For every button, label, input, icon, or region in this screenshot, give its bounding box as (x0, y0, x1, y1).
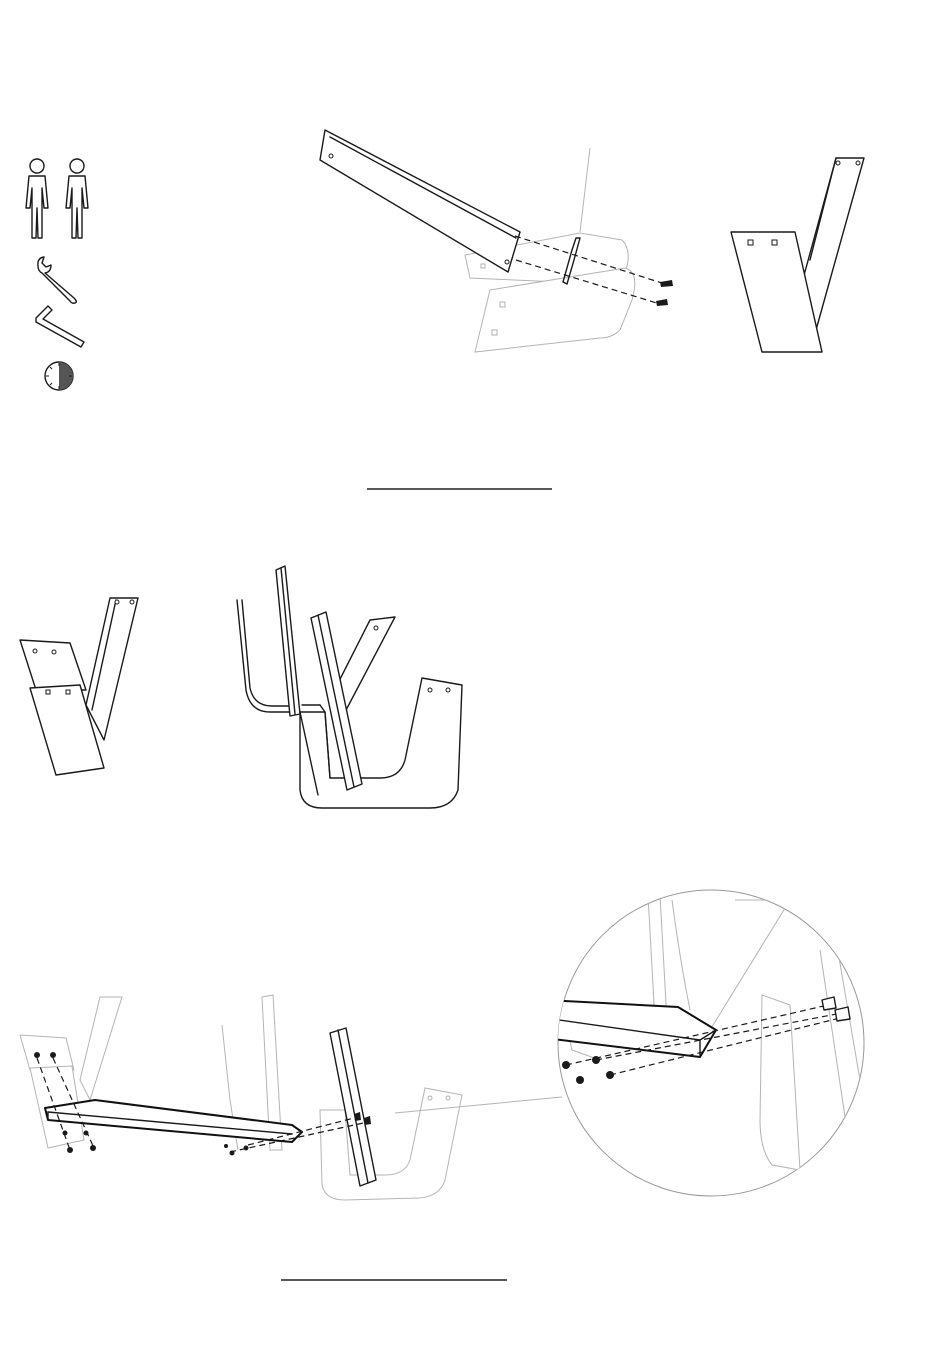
u-frame-figure (230, 560, 470, 820)
bench-assembly-figure (15, 990, 495, 1210)
detail-magnifier-figure (550, 885, 870, 1205)
single-v-leg-figure (15, 590, 145, 780)
